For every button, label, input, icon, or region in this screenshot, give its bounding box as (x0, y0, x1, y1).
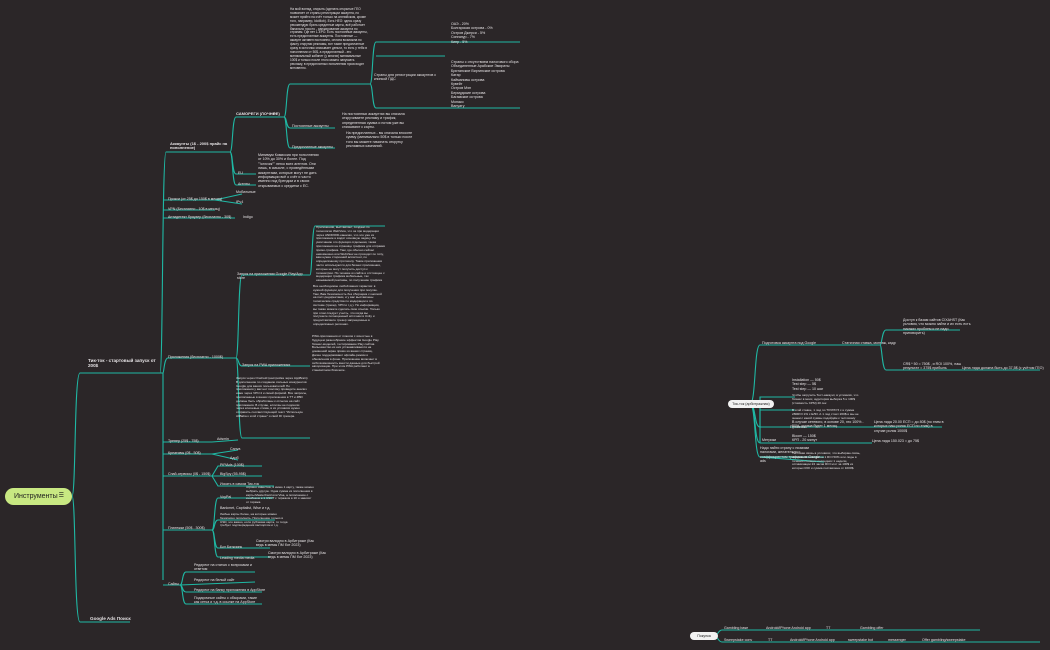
bottom-row1-col3[interactable]: TT (826, 626, 831, 630)
node-tiktok-start[interactable]: Тик-ток - стартовый запуск от 200$ (88, 358, 156, 369)
node-p-mark: P (273, 111, 276, 116)
node-voypal[interactable]: VoyPal (220, 495, 232, 499)
node-apps[interactable]: Приложения (бесплатно - 1000$) (168, 355, 224, 359)
node-search-tiktok[interactable]: Искать в самом Тик-ток (220, 482, 260, 486)
node-adobe[interactable]: Адоб (230, 456, 239, 460)
countries-tax-list: ОАЭ - 20% Болгарская острова - 0% Остров… (451, 22, 493, 44)
node-vpn[interactable]: VPN (Бесплатно - 10$ в месяц) (168, 207, 220, 211)
node-leading-media[interactable]: Leading media media (220, 556, 255, 560)
node-permanent[interactable]: Постоянные аккаунты (292, 124, 329, 128)
node-proxy[interactable]: Прокси (от 25$ до 150$ в месяц) (168, 197, 223, 201)
apps-pwa-description: PWA-приложения от плюсов с ясностью в бу… (312, 335, 380, 371)
node-find-country[interactable]: Надо найти страну с низкими налогами, же… (760, 446, 820, 464)
node-site-faq[interactable]: Редирект на статью с вопросами и ответом (194, 563, 252, 572)
node-creo[interactable]: Креативы (0$ - 50$) (168, 451, 201, 455)
eu-description: Минимум Комиссия при пополнении от 10% д… (258, 153, 319, 188)
node-pump[interactable]: Прокачка (790, 425, 806, 429)
google-prep-lead-price: Цена лида должна быть до 37,5$ (с учётом… (962, 366, 1044, 370)
apps-onefeld-description: Запуск через OneFeld (настройка через Ap… (236, 377, 308, 418)
metrics-lead-price: Цена лида 150.023 = до 75$ (872, 439, 920, 443)
node-spy[interactable]: Тренер (25$ - 75$) (168, 439, 199, 443)
node-sites[interactable]: Сайты (168, 582, 179, 586)
node-bigspy[interactable]: BigSpy (55-95$) (220, 472, 246, 476)
node-google-ads[interactable]: Google Ads Поиск (90, 616, 131, 621)
node-selfreg[interactable]: САМОРЕГИ (ЛОЧНОЕ) (236, 111, 280, 116)
list-icon: ☰ (58, 493, 64, 499)
bottom-row1-col2[interactable]: Android/iPhone Android app (766, 626, 811, 630)
node-bankmet[interactable]: Bankmet, Capitalist, Wise и т.д. (220, 506, 271, 510)
bottom-row1-col1[interactable]: Gambling base (724, 626, 749, 630)
node-ipv4[interactable]: IPv4 (236, 200, 244, 204)
permanent-description: На постоянных аккаунтах вы сначала откру… (342, 112, 405, 130)
metrics-test-description: Тестовая связь в условиях, что выбираю с… (792, 452, 861, 471)
bottom-row2-col6[interactable]: Offer gambling/sweepstake (922, 638, 966, 642)
google-prep-roi: CR$ * 50 = 750$ , и ROI 100%, наш резуль… (903, 362, 962, 371)
selfreg-description: На мой взгляд, открыть (сделать открытые… (290, 7, 368, 70)
node-agency[interactable]: Агенты (238, 182, 250, 186)
bankmet-description: Любые карты более, на которые можно безо… (220, 513, 288, 528)
pump-network-note: В случае сетевого, в основе 20, это 100%… (792, 420, 864, 429)
prepaid-description: На предоплатных - вы сначала вносите сум… (346, 131, 413, 149)
metrics-bloom: Bloom — 150$ КРП - 20 минут (792, 434, 818, 443)
node-site-white[interactable]: Редирект на белый сайт (194, 578, 235, 582)
bottom-row2-col5[interactable]: messenger (888, 638, 906, 642)
bottom-row2-col2[interactable]: TT (768, 638, 773, 642)
node-affiliate[interactable]: Спай-сервисы (0$ - 150$) (168, 472, 211, 476)
node-prepaid[interactable]: Предоплатные аккаунты (292, 145, 333, 149)
voypal-description: хорошо известна, я имею 1 карту, также м… (246, 486, 314, 505)
bottom-row2-col4[interactable]: sweepstake bot (848, 638, 873, 642)
node-site-appstore[interactable]: Редирект на банку приложения в AppStore (194, 588, 266, 592)
google-prep-access: Доступ к базам сайтов CIXAHST (Как услов… (903, 318, 971, 336)
root-label: Инструменты (14, 493, 58, 500)
countries-notax-list: Страны с отсутствием налогового сбора Об… (451, 60, 519, 109)
leading-media-description: Смотри валидно в Арбитраже (Как ведь в м… (268, 551, 326, 560)
pump-lead-price: Цена лида 20.00 ЕСП = до 80$ (по этим в … (874, 420, 944, 433)
node-purchase[interactable]: Покупка (690, 632, 718, 640)
apps-gp-description: Приложения, выставляет, создано по техно… (316, 226, 386, 282)
pump-install-steps: Installation — 50$ Test step — 5$ Test s… (792, 378, 824, 391)
node-indigo[interactable]: Indigo (243, 215, 253, 219)
node-apps-pwa[interactable]: Запуск на PWA приложениях (242, 363, 291, 367)
node-eu[interactable]: EU (238, 171, 243, 175)
node-static-rate[interactable]: Статичная ставка, монтаж, кадр (842, 341, 896, 345)
node-apps-gp[interactable]: Запуск на приложении Google Play/App sto… (237, 272, 303, 281)
bottom-row2-col1[interactable]: Sweepstake conv (724, 638, 753, 642)
pump-test-description: Чтобы загрузить Тест-аккаунт, в условиях… (792, 394, 859, 420)
node-google-prep[interactable]: Подготовка аккаунта под Google (762, 341, 817, 345)
node-bot-bitcoin[interactable]: Бот Биткоинк (220, 545, 243, 549)
bottom-row1-col4[interactable]: Gambling offer (860, 626, 884, 630)
node-tiktok-arbitrage[interactable]: Тик-ток (арбитражная) (728, 400, 774, 408)
node-adsmin[interactable]: Adsmin (217, 437, 229, 441)
root-node[interactable]: Инструменты ☰ (5, 488, 72, 505)
node-canva[interactable]: Canva (230, 447, 241, 451)
node-pipiads[interactable]: PiPiAds (100$) (220, 463, 244, 467)
bot-bitcoin-description: Смотри валидно в Арбитраже (Как ведь в м… (256, 539, 314, 548)
apps-gp-description-2: Все необходимое любой ваших гарантия: в … (313, 285, 382, 326)
node-accounts[interactable]: Аккаунты (1$ - 200$ прайс на пополнение) (170, 141, 228, 151)
node-payments[interactable]: Платежки (50$ - 300$) (168, 526, 205, 530)
bottom-row2-col3[interactable]: Android/iPhone Android app (790, 638, 835, 642)
node-countries[interactable]: Страны для регистрации аккаунтов с кнопк… (374, 73, 437, 82)
node-site-review[interactable]: Подарочные сайты с обзорами, такие как с… (194, 596, 258, 605)
node-antidetect[interactable]: Антидетект браузер (бесплатно - 30$) (168, 215, 232, 219)
node-mobile-proxy[interactable]: Мобильные (236, 190, 256, 194)
node-metrics[interactable]: Метрики (762, 438, 777, 442)
